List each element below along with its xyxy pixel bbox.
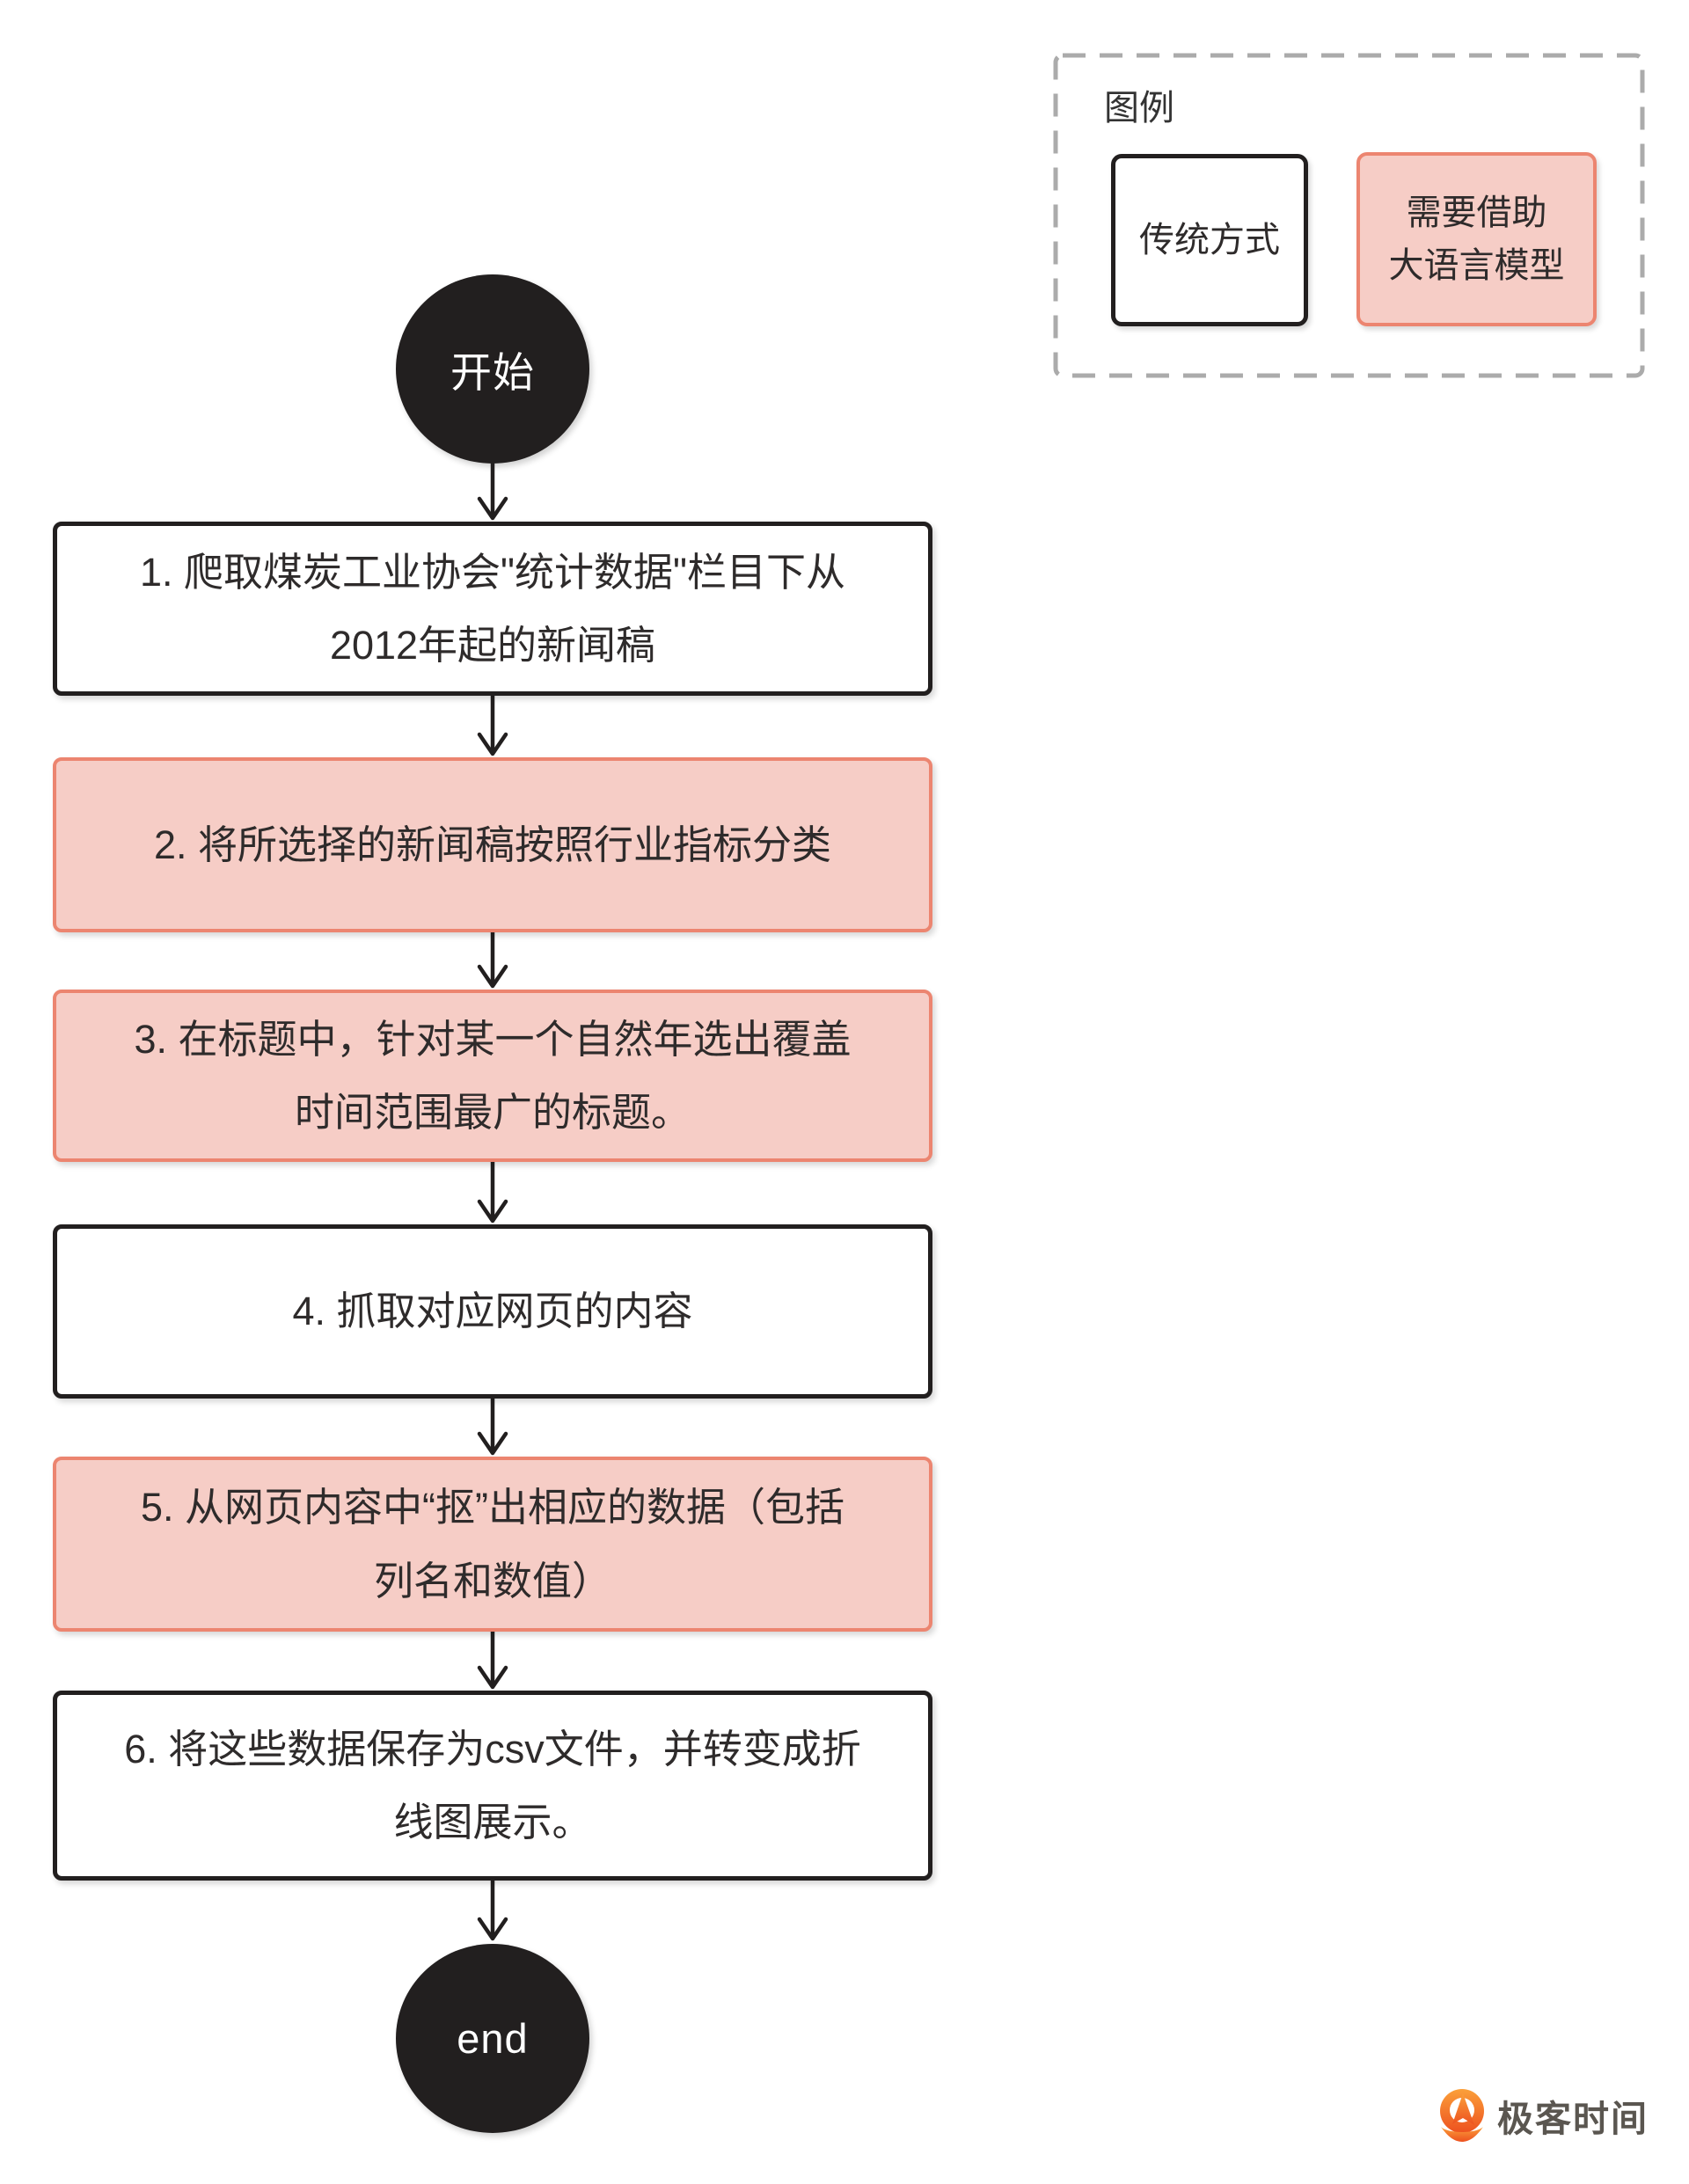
flow-arrow-icon [477,930,508,989]
legend-dashed-border [1053,53,1645,378]
step-box-1-crawl-news: 1. 爬取煤炭工业协会"统计数据"栏目下从 2012年起的新闻稿 [53,522,932,696]
step-box-6-save-csv-chart: 6. 将这些数据保存为csv文件，并转变成折 线图展示。 [53,1691,932,1881]
legend-item-traditional: 传统方式 [1111,154,1308,326]
flow-arrow-icon [477,693,508,756]
end-node: end [396,1944,589,2133]
flow-arrow-icon [477,1159,508,1223]
flow-arrow-icon [477,1629,508,1690]
step-box-5-extract-data: 5. 从网页内容中“抠”出相应的数据（包括 列名和数值） [53,1457,932,1632]
step-box-3-select-title: 3. 在标题中，针对某一个自然年选出覆盖 时间范围最广的标题。 [53,990,932,1162]
start-node: 开始 [396,274,589,464]
legend-panel: 图例 传统方式 需要借助 大语言模型 [1053,53,1645,378]
step-box-2-classify-news: 2. 将所选择的新闻稿按照行业指标分类 [53,757,932,932]
brand-logo-text: 极客时间 [1497,2099,1649,2139]
geektime-logo-icon [1440,2089,1484,2142]
legend-title: 图例 [1104,89,1174,128]
legend-item-llm: 需要借助 大语言模型 [1356,152,1597,326]
step-box-4-fetch-page: 4. 抓取对应网页的内容 [53,1224,932,1399]
flow-arrow-icon [477,1396,508,1456]
flow-arrow-icon [477,461,508,521]
flow-arrow-icon [477,1878,508,1941]
brand-logo: 极客时间 [1437,2088,1649,2143]
